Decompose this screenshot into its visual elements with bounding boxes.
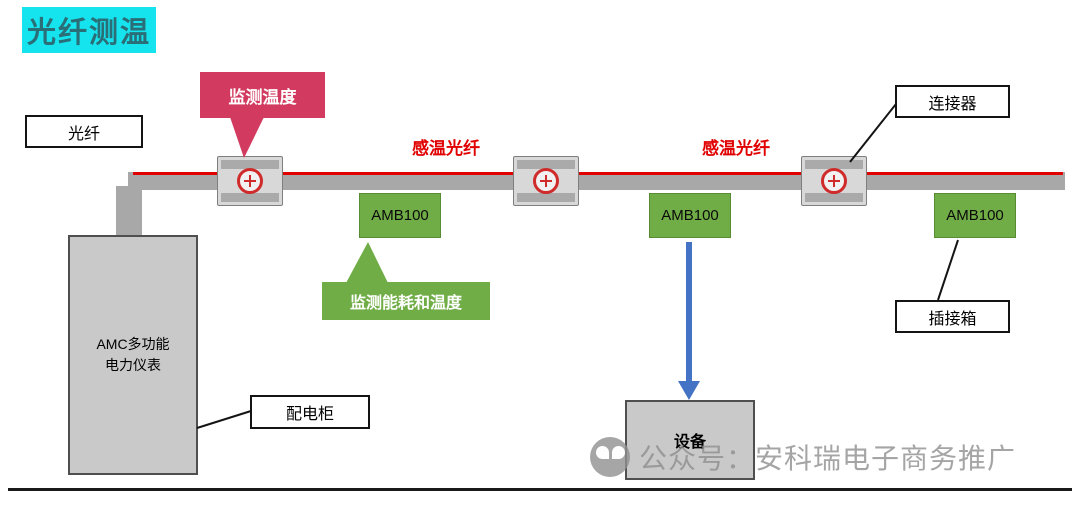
- wechat-bubble-icon: [596, 446, 609, 459]
- busbar-connector: [801, 156, 867, 206]
- connector-cross-icon: [833, 175, 835, 187]
- sensing-fiber-label: 感温光纤: [702, 139, 770, 158]
- fiber-riser: [116, 186, 142, 238]
- connector-band: [221, 193, 279, 202]
- monitor-temperature-callout: 监测温度: [200, 72, 325, 118]
- monitor-energy-callout: 监测能耗和温度: [322, 282, 490, 320]
- plug-box-leader-line: [937, 239, 959, 301]
- busbar-connector: [513, 156, 579, 206]
- plug-box-label-box: 插接箱: [895, 300, 1010, 333]
- connector-band: [805, 193, 863, 202]
- fiber-label-box: 光纤: [25, 115, 143, 148]
- wechat-bubble-icon: [612, 446, 625, 459]
- amb100-unit: AMB100: [359, 193, 441, 238]
- connector-band: [805, 160, 863, 169]
- connector-band: [221, 160, 279, 169]
- connector-cross-icon: [545, 175, 547, 187]
- wechat-icon: [590, 437, 630, 477]
- distribution-cabinet-label-box: 配电柜: [250, 395, 370, 429]
- amb100-unit: AMB100: [649, 193, 731, 238]
- equipment-arrowhead-icon: [678, 381, 700, 400]
- ground-line: [8, 488, 1072, 491]
- sensing-fiber-line: [133, 172, 1063, 175]
- page-title: 光纤测温: [22, 7, 157, 53]
- watermark-text: 公众号：安科瑞电子商务推广: [639, 443, 1017, 474]
- power-cabinet: AMC多功能 电力仪表: [68, 235, 198, 475]
- connector-band: [517, 193, 575, 202]
- watermark: 公众号：安科瑞电子商务推广: [590, 437, 1016, 477]
- connector-leader-line: [849, 103, 897, 163]
- connector-band: [517, 160, 575, 169]
- connector-label-box: 连接器: [895, 85, 1010, 118]
- cabinet-leader-line: [196, 410, 252, 429]
- sensing-fiber-label: 感温光纤: [412, 139, 480, 158]
- connector-cross-icon: [249, 175, 251, 187]
- busbar-connector: [217, 156, 283, 206]
- red-callout-pointer: [230, 117, 264, 158]
- equipment-box: 设备: [625, 400, 755, 480]
- amb100-unit: AMB100: [934, 193, 1016, 238]
- green-callout-pointer: [346, 242, 388, 283]
- cabinet-meter-label: AMC多功能 电力仪表: [96, 336, 170, 373]
